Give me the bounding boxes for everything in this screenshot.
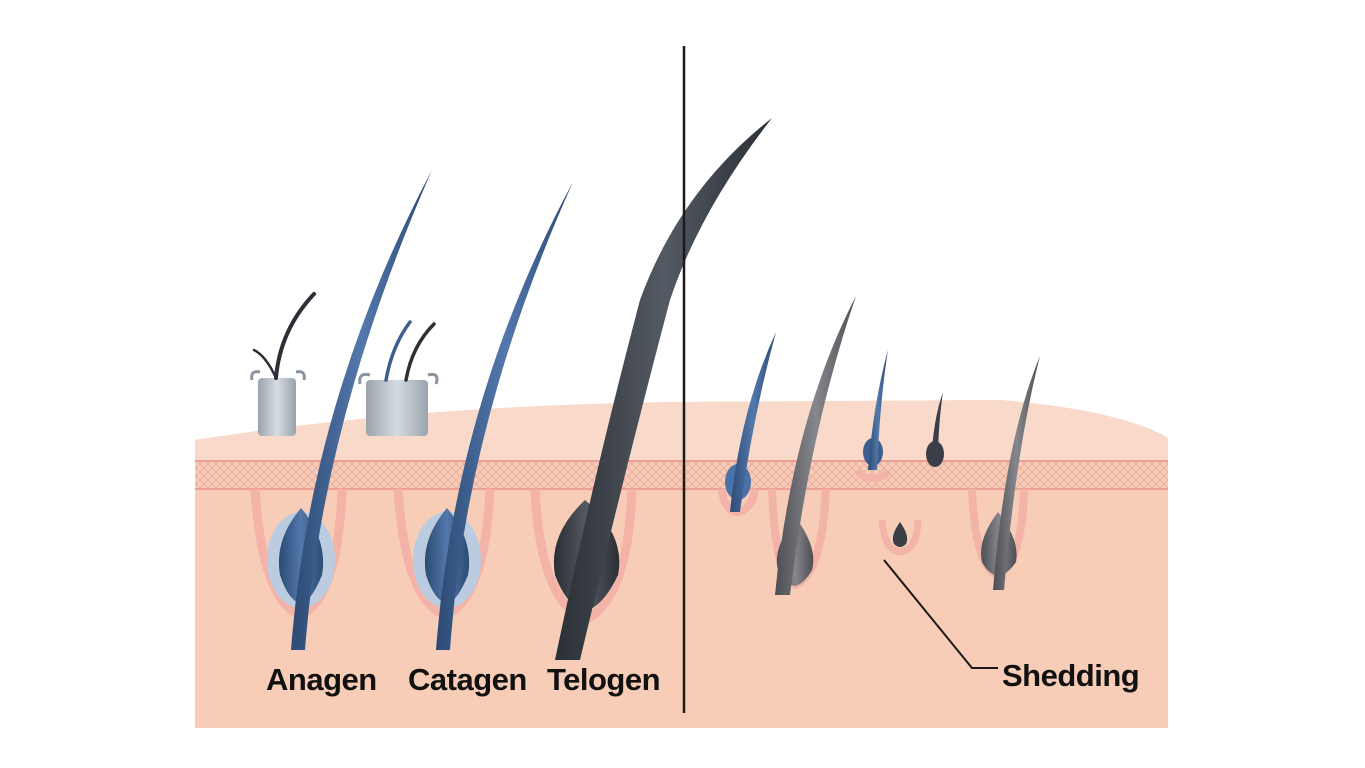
label-shedding: Shedding <box>1002 658 1139 693</box>
surface-follicle-cup-2 <box>360 322 437 436</box>
label-telogen: Telogen <box>547 662 660 697</box>
label-catagen: Catagen <box>408 662 527 697</box>
surface-follicle-cup-1 <box>252 294 314 436</box>
label-anagen: Anagen <box>266 662 377 697</box>
